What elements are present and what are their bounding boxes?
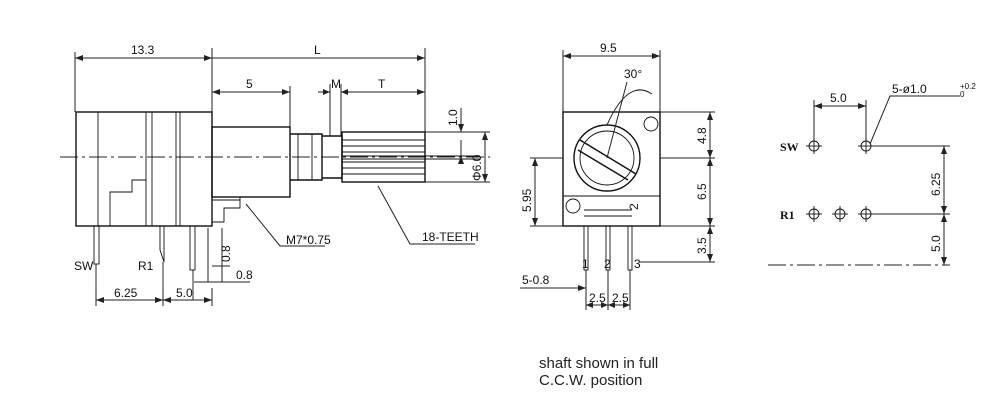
- side-view: 13.3 L 5 M T: [60, 43, 490, 306]
- pcb-hole-r1c: [858, 206, 874, 222]
- pcb-tolerance-upper: +0.2: [960, 82, 976, 91]
- front-view: 9.5 30° 4.8 6.5 3.5: [520, 41, 715, 310]
- pcb-layout: 5.0 5-ø1.0 +0.2 0 SW R1 6.25 5.0: [768, 82, 976, 266]
- dim-2: 2: [627, 203, 641, 210]
- pcb-hole-sw2: [858, 138, 874, 154]
- pin-3: 3: [634, 257, 641, 271]
- dim-2-5-left: 2.5: [589, 291, 606, 305]
- dim-5-0-8: 5-0.8: [522, 273, 550, 287]
- dim-6-25: 6.25: [114, 286, 138, 300]
- dim-M: M: [331, 77, 341, 91]
- pcb-hole-r1a: [806, 206, 822, 222]
- pcb-hole-sw1: [806, 138, 822, 154]
- pcb-label-sw: SW: [780, 140, 799, 154]
- dim-5-95: 5.95: [520, 188, 534, 212]
- dim-30-deg: 30°: [624, 67, 642, 81]
- pcb-dim-6-25: 6.25: [929, 172, 943, 196]
- note-ccw-position: C.C.W. position: [539, 372, 643, 389]
- dim-4-8: 4.8: [695, 127, 709, 144]
- dim-2-5-right: 2.5: [612, 291, 629, 305]
- label-thread: M7*0.75: [286, 233, 331, 247]
- label-teeth: 18-TEETH: [422, 230, 479, 244]
- dim-13-3: 13.3: [131, 43, 155, 57]
- label-r1: R1: [138, 259, 154, 273]
- pcb-label-r1: R1: [780, 208, 795, 222]
- dim-6-5: 6.5: [695, 183, 709, 200]
- dim-1-0: 1.0: [446, 109, 460, 126]
- dim-0-8-vertical: 0.8: [219, 245, 233, 262]
- pcb-dim-5-0-vertical: 5.0: [929, 235, 943, 252]
- dim-T: T: [378, 77, 386, 91]
- pin-2: 2: [604, 257, 611, 271]
- pcb-dim-5-0: 5.0: [830, 91, 847, 105]
- pcb-hole-r1b: [832, 206, 848, 222]
- note-shaft-shown: shaft shown in full: [539, 355, 659, 372]
- pin-1: 1: [582, 257, 589, 271]
- pcb-hole-callout: 5-ø1.0: [892, 82, 927, 96]
- dim-L: L: [314, 43, 321, 57]
- dim-3-5: 3.5: [695, 237, 709, 254]
- pcb-tolerance-lower: 0: [960, 90, 965, 99]
- dim-phi-6-0: Φ6.0: [470, 154, 484, 181]
- label-sw: SW: [74, 259, 94, 273]
- dim-5-0: 5.0: [176, 286, 193, 300]
- dim-5: 5: [246, 77, 253, 91]
- dim-0-8-horizontal: 0.8: [236, 268, 253, 282]
- dim-9-5: 9.5: [600, 41, 617, 55]
